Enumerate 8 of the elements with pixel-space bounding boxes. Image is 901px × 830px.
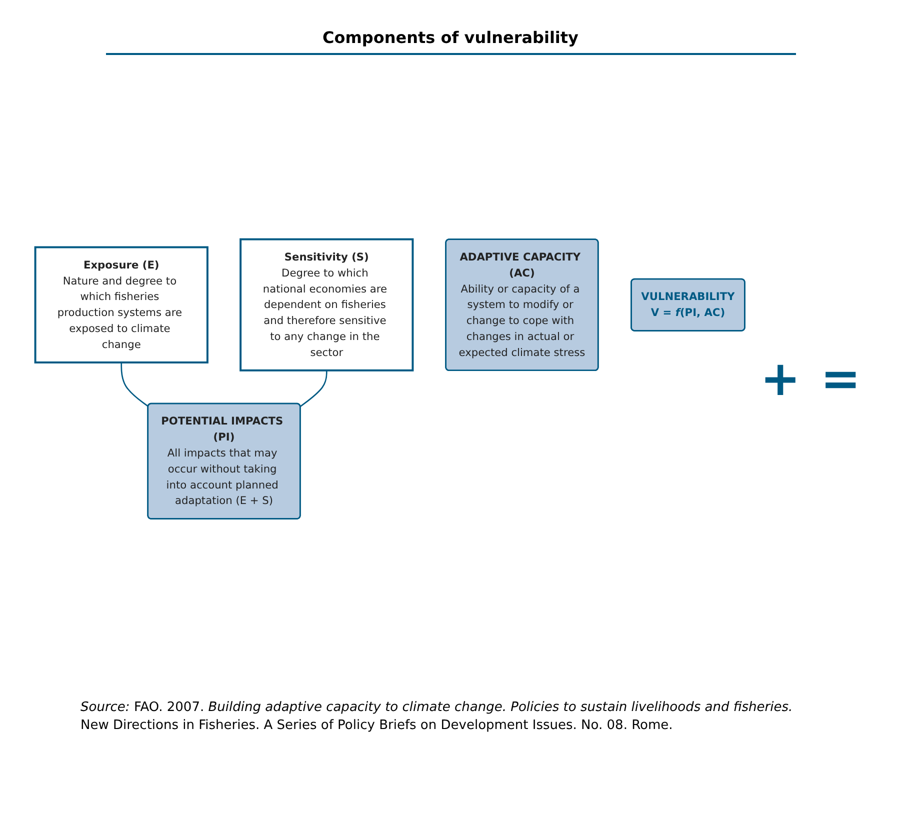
source-caption: Source: FAO. 2007. Building adaptive capacity to climate change. Policies to sustain livelihoods and fisheries. New Directions in Fisheries. A Series of Policy Briefs on Development Issues. No. 08. Rome.	[80, 699, 794, 736]
operator-sign: +	[760, 351, 800, 407]
connector	[121, 362, 149, 407]
operator-sign: =	[820, 351, 861, 407]
node-box: Sensitivity (S) Degree to which national economies are dependent on fisheries and therefore sensitive to any change in the sector	[240, 238, 414, 372]
node-box: Exposure (E) Nature and degree to which fisheries production systems are exposed to climate change	[34, 246, 209, 364]
diagram-title: Components of vulnerability	[106, 28, 796, 55]
connector	[300, 370, 328, 407]
